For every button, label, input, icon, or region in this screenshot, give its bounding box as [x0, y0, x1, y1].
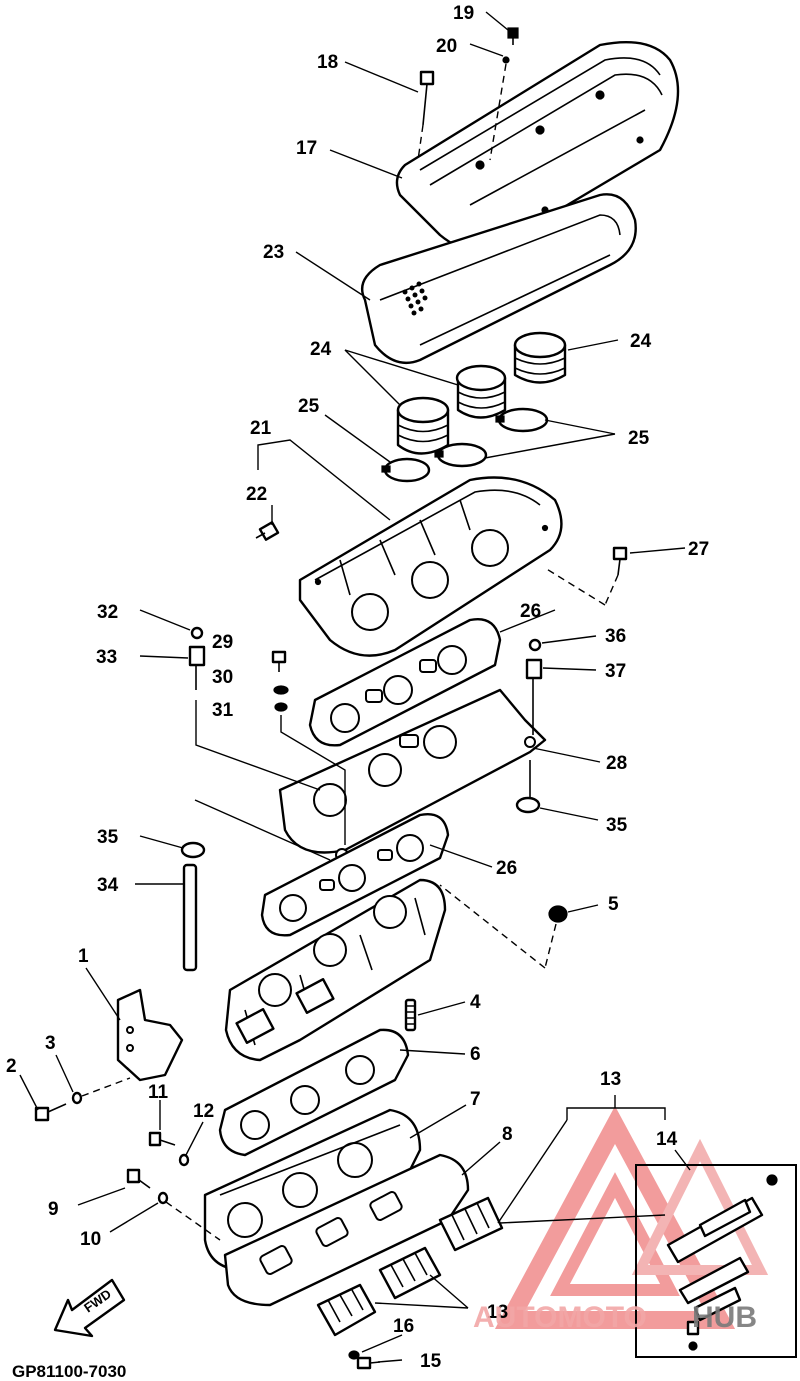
- callout-24-left: 24: [310, 339, 332, 360]
- fwd-arrow-icon: FWD: [53, 1278, 126, 1338]
- callout-12: 12: [193, 1101, 214, 1122]
- bolt-9: [126, 1168, 151, 1189]
- callout-36: 36: [605, 626, 626, 647]
- callout-31: 31: [212, 700, 234, 721]
- callout-13-top: 13: [600, 1069, 621, 1090]
- stud-33: [188, 645, 206, 690]
- diagram-code: GP81100-7030: [12, 1362, 126, 1381]
- callout-29: 29: [212, 632, 233, 653]
- callout-30: 30: [212, 667, 233, 688]
- spring-4: [404, 998, 417, 1032]
- washer-16: [348, 1350, 360, 1360]
- callout-18: 18: [317, 52, 338, 73]
- nut-32: [190, 626, 204, 640]
- callout-22: 22: [246, 484, 267, 505]
- leader-lines: [19, 11, 691, 1363]
- cover-screw-19: [507, 27, 519, 45]
- callout-25-right: 25: [628, 428, 650, 449]
- bolt-11: [148, 1131, 176, 1147]
- callout-5: 5: [608, 894, 619, 915]
- bolt-29: [271, 650, 287, 672]
- callout-37: 37: [605, 661, 626, 682]
- nut-36: [528, 638, 542, 652]
- callout-2: 2: [6, 1056, 17, 1077]
- plate-28: [278, 688, 547, 862]
- callout-9: 9: [48, 1199, 59, 1220]
- intake-joint-24-right: [513, 331, 567, 384]
- silencer-base-21: [298, 476, 563, 657]
- reed-valve-13-c: [438, 1196, 504, 1252]
- intake-joint-24-mid: [455, 364, 507, 419]
- hose-clamp-25-c: [495, 407, 549, 433]
- bolt-27: [544, 546, 628, 606]
- washer-10: [157, 1191, 221, 1241]
- clip-35-right: [515, 760, 541, 814]
- callout-34: 34: [97, 875, 119, 896]
- callout-25-left: 25: [298, 396, 320, 417]
- callout-16: 16: [393, 1316, 414, 1337]
- callout-7: 7: [470, 1089, 481, 1110]
- callout-1: 1: [78, 946, 89, 967]
- guide-lines-left: [194, 700, 346, 861]
- callout-33: 33: [96, 647, 117, 668]
- bracket-1: [116, 988, 184, 1082]
- bolt-2: [34, 1103, 67, 1122]
- pin-34: [182, 863, 198, 972]
- carburetor-assembly: [224, 878, 447, 1062]
- reed-assembly-inset: [635, 1164, 797, 1358]
- callout-21: 21: [250, 418, 272, 439]
- washer-3: [71, 1077, 131, 1105]
- callout-24-right: 24: [630, 331, 652, 352]
- callout-8: 8: [502, 1124, 513, 1145]
- reed-plate-8: [223, 1153, 470, 1307]
- callout-labels: 19 20 18 17 23 24 24 25 25 21 22 27 32 3…: [6, 3, 709, 1372]
- callout-28: 28: [606, 753, 627, 774]
- callout-13-bottom: 13: [487, 1302, 508, 1323]
- callout-23: 23: [263, 242, 284, 263]
- watermark-text-b: HUB: [692, 1301, 757, 1334]
- callout-32: 32: [97, 602, 118, 623]
- stud-37: [525, 658, 543, 735]
- callout-19: 19: [453, 3, 474, 24]
- screw-15: [356, 1356, 381, 1370]
- watermark-text: AUTOMOTO HUB: [473, 1301, 757, 1334]
- callout-6: 6: [470, 1044, 481, 1065]
- callout-15: 15: [420, 1351, 442, 1372]
- intake-joint-24-left: [396, 396, 450, 455]
- callout-11: 11: [148, 1082, 169, 1103]
- washer-12: [178, 1153, 190, 1167]
- clip-35-left: [180, 841, 206, 859]
- cover-bolt-18: [417, 70, 435, 161]
- watermark-text-a: AUTOMOTO: [473, 1301, 647, 1334]
- gasket-26-lower: [260, 813, 450, 937]
- reed-valve-13-b: [378, 1246, 442, 1300]
- washer-30: [273, 685, 289, 695]
- callout-35-left: 35: [97, 827, 119, 848]
- callout-4: 4: [470, 992, 481, 1013]
- hose-clamp-25-b: [434, 442, 488, 468]
- grommet-5: [439, 884, 568, 969]
- cover-gasket-23: [360, 193, 637, 365]
- washer-31: [274, 702, 288, 712]
- callout-26-lower: 26: [496, 858, 517, 879]
- callout-26-upper: 26: [520, 601, 541, 622]
- callout-14: 14: [656, 1129, 678, 1150]
- callout-3: 3: [45, 1033, 56, 1054]
- callout-17: 17: [296, 138, 317, 159]
- callout-35-right: 35: [606, 815, 628, 836]
- washer-20: [489, 56, 510, 161]
- callout-10: 10: [80, 1229, 101, 1250]
- callout-27: 27: [688, 539, 709, 560]
- hose-clamp-25-a: [381, 457, 431, 483]
- callout-20: 20: [436, 36, 457, 57]
- gasket-26-upper: [308, 618, 502, 747]
- gasket-6: [218, 1028, 410, 1157]
- reed-valve-13-a: [316, 1283, 377, 1337]
- fitting-22: [255, 521, 280, 541]
